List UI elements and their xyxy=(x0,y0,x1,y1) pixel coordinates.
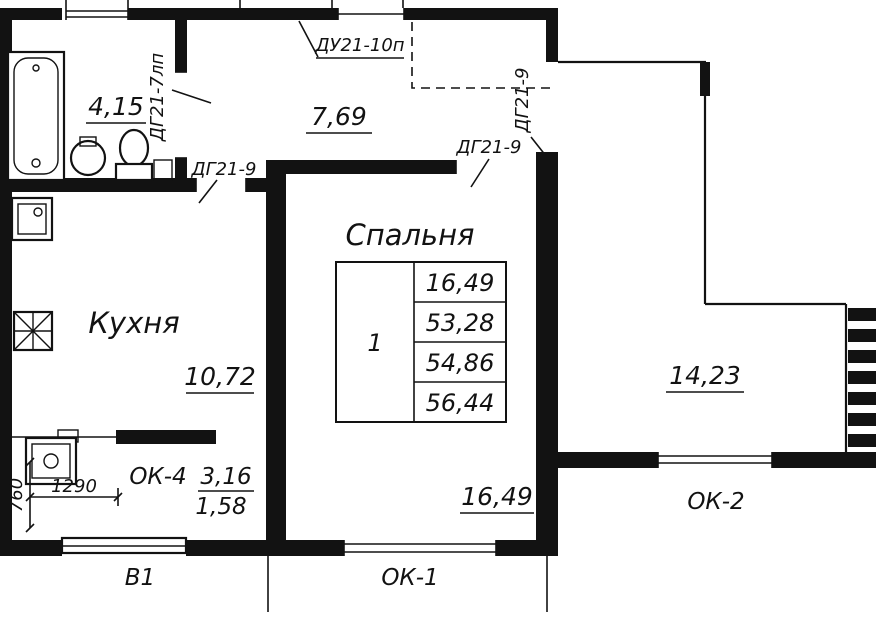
wall-stub-top-right xyxy=(546,8,558,62)
wall-bedroom-north xyxy=(286,160,456,174)
table-value: 56,44 xyxy=(426,389,495,417)
table-value: 16,49 xyxy=(426,269,495,297)
door-label-entry: ДУ21-10п xyxy=(314,35,404,56)
area-bathroom: 4,15 xyxy=(88,92,144,121)
window-ok1 xyxy=(343,540,497,556)
wall-bedroom-east xyxy=(536,152,558,542)
wall xyxy=(0,8,62,20)
area-kitchen: 10,72 xyxy=(184,362,256,391)
door-label-bathroom: ДГ21-7лп xyxy=(147,53,168,142)
wall-bathroom-east xyxy=(175,158,187,184)
wall-bottom xyxy=(496,540,558,556)
door-label-bedroom: ДГ21-9 xyxy=(456,137,522,158)
dimension-760 xyxy=(25,457,35,533)
bathtub-icon xyxy=(6,50,66,182)
wall-living-south xyxy=(558,452,658,468)
wall xyxy=(128,8,338,20)
area-bedroom: 16,49 xyxy=(461,482,533,511)
wall xyxy=(404,8,554,20)
dimension-1290 xyxy=(25,488,123,506)
table-value: 53,28 xyxy=(426,309,495,337)
wall-living-south xyxy=(772,452,876,468)
stair-icon xyxy=(848,308,876,447)
area-living: 14,23 xyxy=(669,361,741,390)
window-v1 xyxy=(60,536,188,555)
wall-bathroom-south xyxy=(0,178,196,192)
window-label-v1: В1 xyxy=(125,565,155,591)
dim-label-1290: 1290 xyxy=(51,476,97,497)
kitchen-sink-icon xyxy=(10,196,54,242)
window-label-ok4: ОК-4 xyxy=(129,464,186,490)
leader-line xyxy=(171,89,212,104)
toilet-icon xyxy=(114,128,154,182)
wall-bathroom-east xyxy=(175,20,187,72)
dashed-opening xyxy=(411,22,550,89)
area-hall: 7,69 xyxy=(311,102,367,131)
washbasin-icon xyxy=(69,136,107,177)
table-value: 54,86 xyxy=(426,349,495,377)
wall-bottom xyxy=(266,540,344,556)
window-ok2 xyxy=(657,452,773,468)
dim-label-760: 760 xyxy=(6,478,27,512)
wall-bedroom-west xyxy=(266,160,286,542)
leader-line xyxy=(298,20,319,58)
vent-shaft-icon xyxy=(12,310,54,352)
door-label-living: ДГ21-9 xyxy=(512,68,533,134)
wall-bottom xyxy=(186,540,266,556)
window-label-ok2: ОК-2 xyxy=(687,489,744,515)
table-rooms-count: 1 xyxy=(367,329,382,357)
balcony-block-ok4 xyxy=(116,430,216,444)
door-label-kitchen: ДГ21-9 xyxy=(191,159,257,180)
room-label-bedroom: Спальня xyxy=(345,218,474,252)
leader-line xyxy=(198,179,218,204)
room-label-kitchen: Кухня xyxy=(88,306,179,340)
window-ok4-height: 1,58 xyxy=(195,494,246,520)
bathroom-shelf xyxy=(153,159,173,181)
leader-line xyxy=(470,158,490,188)
window-label-ok1: ОК-1 xyxy=(381,565,438,591)
window-ok4-width: 3,16 xyxy=(200,464,251,490)
leader-line xyxy=(530,136,547,157)
area-table: 1 16,49 53,28 54,86 56,44 xyxy=(335,261,507,423)
wall-bottom xyxy=(0,540,62,556)
